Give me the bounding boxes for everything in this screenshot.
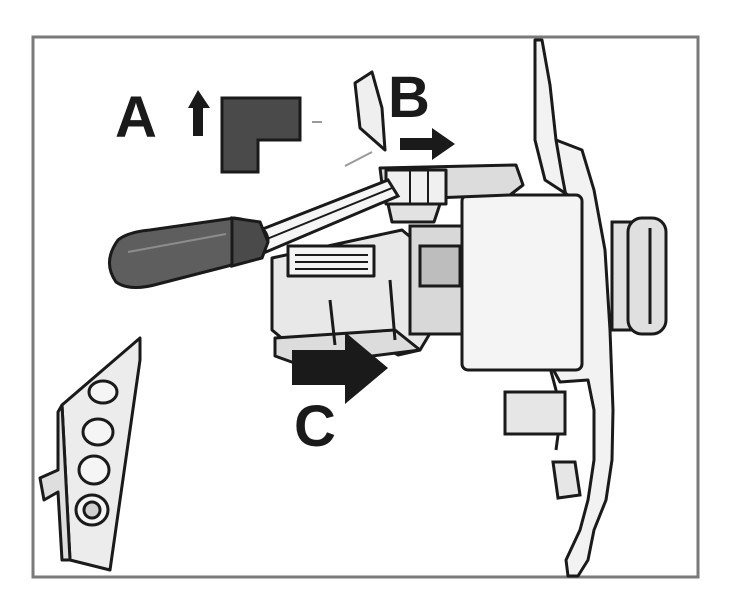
guide-lines <box>312 121 373 167</box>
part-a <box>220 96 302 174</box>
arrow-a-up-icon <box>188 90 210 136</box>
switch-body <box>460 193 584 372</box>
label-a: A <box>115 85 157 150</box>
label-b: B <box>388 65 430 130</box>
panel-tabs <box>503 390 582 500</box>
label-c: C <box>294 394 336 459</box>
connector-knob <box>610 216 668 336</box>
arrow-b-right-icon <box>400 128 455 160</box>
arrow-c-right-icon <box>292 332 388 404</box>
screwdriver-handle <box>108 216 270 289</box>
control-panel <box>38 336 142 572</box>
